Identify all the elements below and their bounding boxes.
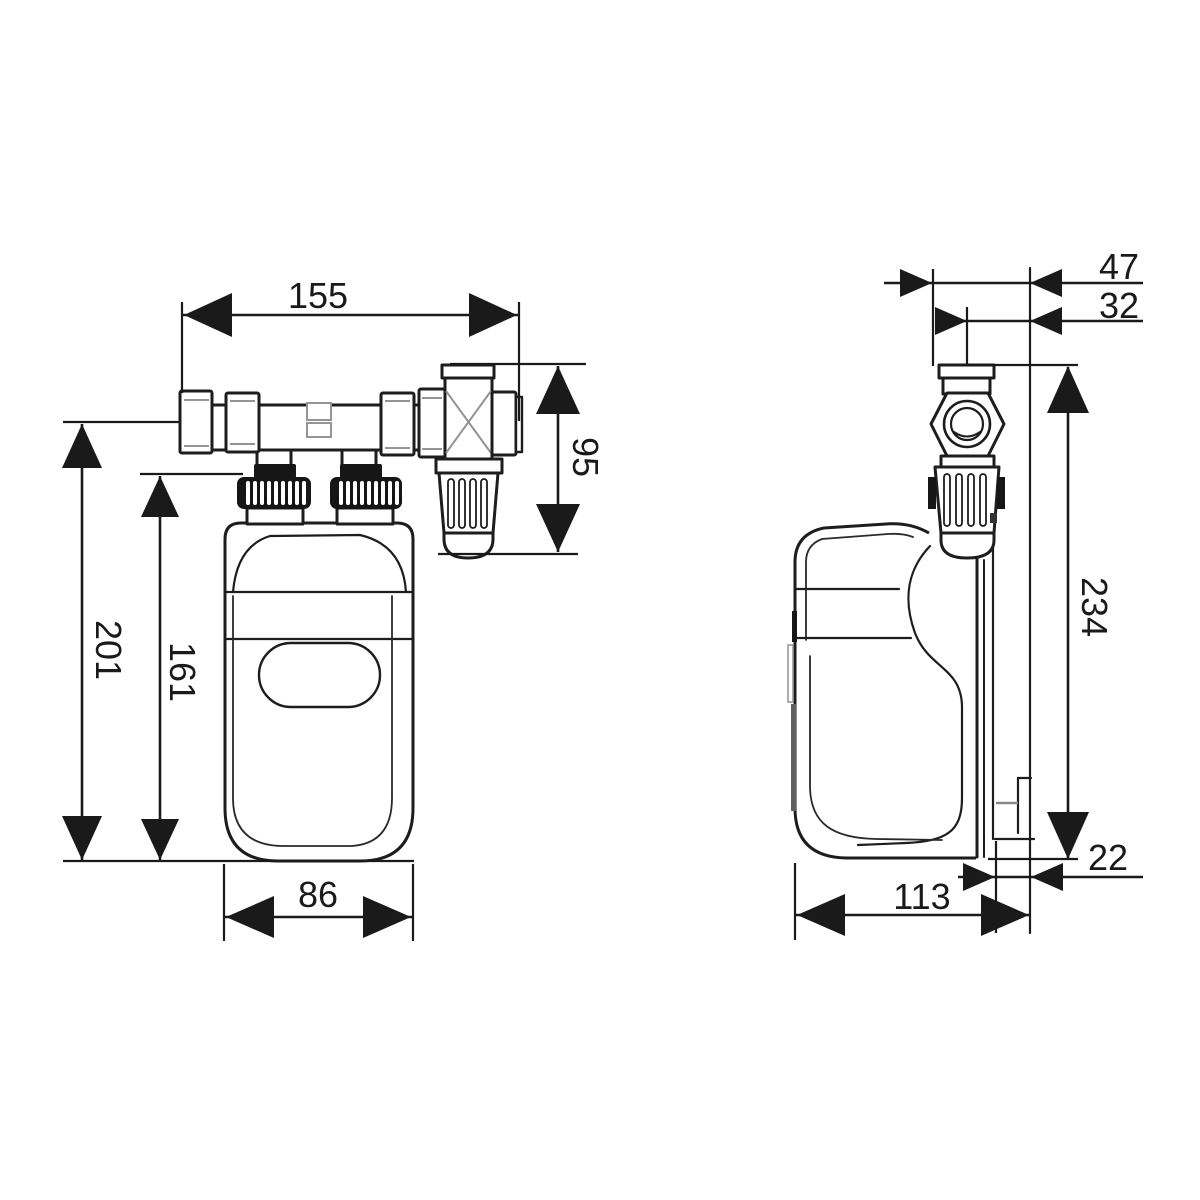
- front-edge-tab-upper: [792, 611, 797, 642]
- dim-32-label: 32: [1099, 285, 1139, 326]
- valve-collar: [434, 457, 504, 475]
- tee-cross-line-2: [445, 390, 492, 454]
- body-front-inner-line: [805, 532, 914, 641]
- front-edge-tab-middle: [787, 644, 794, 703]
- side-valve-mark: [990, 513, 997, 523]
- front-view: 155 95 201 161: [62, 275, 606, 941]
- body-label-oval: [257, 641, 382, 709]
- tee-top-cap: [440, 363, 496, 380]
- body-cap-dome-line: [231, 533, 408, 594]
- tee-body: [443, 375, 494, 462]
- dim-113-label: 113: [893, 876, 950, 917]
- valve-dome: [442, 531, 495, 560]
- tee-left-nut: [417, 387, 447, 459]
- dim-113: 113: [793, 863, 1030, 940]
- side-valve-collar: [939, 454, 996, 469]
- heater-body-side: [787, 459, 1036, 860]
- front-edge-tab-lower: [791, 704, 796, 811]
- dim-22-label: 22: [1088, 837, 1128, 878]
- pipe-mark-upper: [306, 402, 332, 421]
- side-valve-dome: [939, 531, 996, 560]
- side-valve-tab-right: [997, 477, 1005, 509]
- side-valve-cap: [937, 363, 996, 380]
- dim-161-label: 161: [162, 642, 203, 702]
- compression-nut-3: [379, 391, 416, 457]
- dim-201: 201: [62, 420, 414, 863]
- body-profile-outline: [793, 522, 976, 860]
- dim-95: 95: [438, 362, 606, 556]
- pipe-assembly: [178, 363, 524, 462]
- side-hex-circle-inner: [949, 406, 985, 442]
- heater-body-front: [223, 521, 415, 863]
- side-inner-bottom-line: [809, 655, 943, 841]
- dim-155-label: 155: [288, 275, 348, 316]
- dim-47: 47: [884, 246, 1143, 366]
- compression-nut-2: [224, 391, 261, 454]
- strainer-valve-side: [928, 363, 1006, 560]
- dim-86-label: 86: [298, 874, 338, 915]
- mounting-bracket: [1016, 776, 1033, 835]
- dim-22: 22: [958, 837, 1143, 933]
- dim-32: 32: [935, 285, 1143, 366]
- strainer-valve-front: [434, 457, 504, 560]
- body-inner-shell: [232, 595, 393, 847]
- right-knurled-nut: [330, 477, 402, 509]
- right-collar: [335, 506, 395, 526]
- dim-234: 234: [967, 363, 1115, 861]
- dim-155: 155: [180, 275, 521, 421]
- dim-47-label: 47: [1099, 246, 1139, 287]
- dim-234-label: 234: [1074, 577, 1115, 637]
- side-view: 47 32 234 22: [787, 246, 1143, 940]
- dim-161: 161: [140, 472, 243, 860]
- left-collar: [245, 506, 305, 526]
- left-knurled-nut: [237, 477, 311, 509]
- pipe-mark-lower: [306, 422, 332, 438]
- dim-86: 86: [222, 864, 415, 941]
- tee-right-nut: [490, 390, 518, 457]
- side-hex-chord: [953, 431, 981, 438]
- side-valve-tab-left: [928, 477, 936, 509]
- side-sweep-curve: [856, 544, 964, 847]
- left-elbow-band: [254, 464, 296, 478]
- dim-201-label: 201: [88, 620, 129, 680]
- dim-95-label: 95: [565, 437, 606, 477]
- right-elbow-band: [340, 464, 382, 478]
